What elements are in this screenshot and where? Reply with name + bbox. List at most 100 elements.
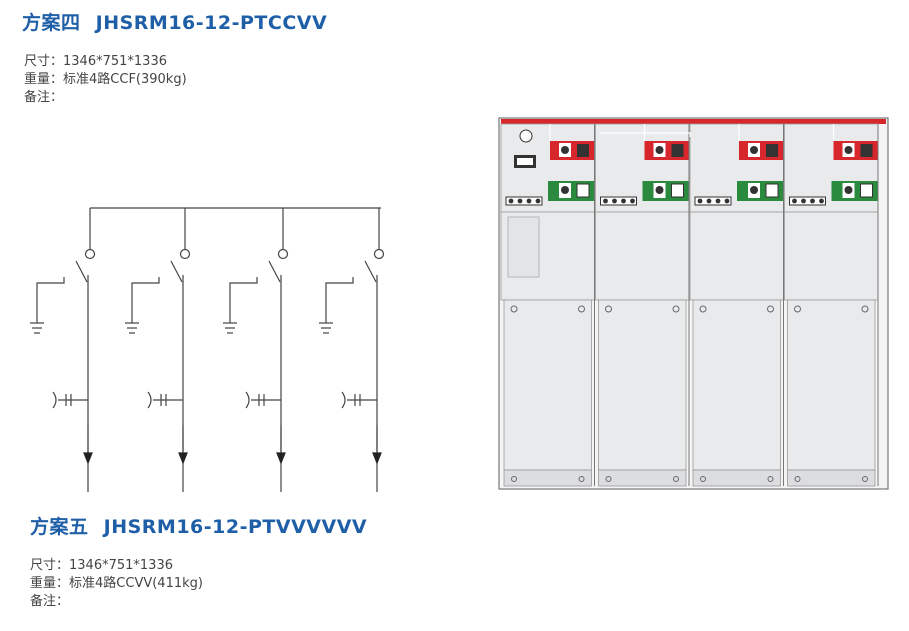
scheme4-specs: 尺寸：1346*751*1336 重量：标准4路CCF(390kg) 备注：: [24, 53, 187, 107]
door-bolt-icon: [767, 305, 774, 313]
switch-blade-line: [364, 260, 377, 283]
indicator-lamp-icon: [724, 198, 730, 204]
cabinet-unit-1: [500, 123, 595, 487]
switch-indicator: [860, 144, 873, 157]
indicator-lamp-icon: [535, 198, 541, 204]
live-indicator-strip: [600, 196, 637, 206]
middle-panel: [784, 211, 879, 301]
base-plinth: [692, 469, 781, 487]
bus-guide-top: [599, 132, 691, 137]
indicator-lamp-icon: [715, 198, 721, 204]
earth-indicator: [671, 183, 684, 198]
door-bolt-icon: [510, 305, 518, 313]
earth-indicator: [576, 183, 590, 198]
switch-indicator: [577, 144, 589, 157]
cable-compartment-plate: [507, 216, 540, 278]
switch-blade-line: [268, 260, 281, 283]
scheme5-specs: 尺寸：1346*751*1336 重量：标准4路CCVV(411kg) 备注：: [30, 557, 203, 611]
lower-door: [503, 299, 592, 471]
middle-panel: [595, 211, 690, 301]
scheme5-size: 尺寸：1346*751*1336: [30, 558, 173, 573]
scheme4-note: 备注：: [24, 90, 64, 105]
earth-knob-icon: [655, 186, 664, 194]
lower-door: [598, 299, 687, 471]
switch-knob-icon: [750, 146, 758, 154]
indicator-lamp-icon: [810, 198, 815, 204]
scheme4-weight: 重量：标准4路CCF(390kg): [24, 72, 187, 87]
divider-arc: [52, 391, 57, 409]
earth-indicator: [765, 183, 779, 198]
down-arrow-icon: [83, 452, 93, 465]
base-bolt-icon: [605, 476, 612, 482]
indicator-lamp-icon: [697, 198, 703, 204]
indicator-circle: [84, 248, 96, 260]
scheme5-note: 备注：: [30, 594, 70, 609]
indicator-circle: [277, 248, 289, 260]
indicator-circle: [179, 248, 191, 260]
indicator-lamp-icon: [801, 198, 806, 204]
live-indicator-strip: [694, 196, 732, 206]
earth-switch-line: [36, 277, 65, 290]
scheme4-heading: 方案四: [22, 12, 81, 34]
earth-indicator: [860, 183, 873, 198]
base-bolt-icon: [767, 476, 774, 482]
cabinet-unit-4: [784, 123, 879, 487]
earth-knob-icon: [561, 186, 569, 194]
base-bolt-icon: [700, 476, 706, 482]
base-bolt-icon: [578, 476, 585, 482]
feeder-2: [125, 208, 191, 492]
feeder-4: [319, 208, 385, 492]
base-bolt-icon: [673, 476, 679, 482]
scheme5-title: 方案五 JHSRM16-12-PTVVVVVV: [30, 512, 367, 539]
indicator-lamp-icon: [603, 198, 608, 204]
scheme5-weight: 重量：标准4路CCVV(411kg): [30, 576, 203, 591]
control-display: [517, 158, 533, 165]
indicator-lamp-icon: [706, 198, 712, 204]
switch-indicator: [766, 144, 778, 157]
door-bolt-icon: [794, 305, 801, 313]
indicator-lamp-icon: [526, 198, 532, 204]
base-plinth: [503, 469, 592, 487]
earth-knob-icon: [750, 186, 758, 194]
earth-switch-line: [325, 277, 354, 290]
base-plinth: [787, 469, 876, 487]
live-indicator-strip: [505, 196, 543, 206]
down-arrow-icon: [372, 452, 382, 465]
down-arrow-icon: [178, 452, 188, 465]
divider-arc: [147, 391, 152, 409]
switch-blade-line: [170, 260, 183, 283]
divider-arc: [341, 391, 346, 409]
down-arrow-icon: [276, 452, 286, 465]
indicator-lamp-icon: [508, 198, 514, 204]
live-indicator-strip: [789, 196, 826, 206]
door-bolt-icon: [605, 305, 612, 313]
base-bolt-icon: [862, 476, 868, 482]
switch-indicator: [671, 144, 684, 157]
divider-arc: [245, 391, 250, 409]
door-bolt-icon: [699, 305, 707, 313]
switchgear-cabinet-front-view: [498, 117, 889, 490]
scheme4-title: 方案四 JHSRM16-12-PTCCVV: [22, 8, 327, 35]
indicator-circle: [373, 248, 385, 260]
scheme4-size: 尺寸：1346*751*1336: [24, 54, 167, 69]
switch-blade-line: [75, 260, 88, 283]
lower-door: [692, 299, 781, 471]
switch-knob-icon: [844, 146, 853, 154]
base-bolt-icon: [794, 476, 801, 482]
switch-knob-icon: [655, 146, 664, 154]
lower-door: [787, 299, 876, 471]
indicator-lamp-icon: [517, 198, 523, 204]
indicator-lamp-icon: [630, 198, 635, 204]
indicator-lamp-icon: [621, 198, 626, 204]
door-bolt-icon: [861, 305, 869, 313]
scheme4-model: JHSRM16-12-PTCCVV: [95, 12, 328, 34]
indicator-lamp-icon: [612, 198, 617, 204]
cabinet-unit-3: [689, 123, 784, 487]
earth-switch-line: [229, 277, 258, 290]
top-red-strip: [501, 119, 886, 124]
pressure-gauge-icon: [519, 129, 533, 143]
earth-knob-icon: [844, 186, 853, 194]
door-bolt-icon: [578, 305, 585, 313]
middle-panel: [689, 211, 784, 301]
scheme5-heading: 方案五: [30, 516, 89, 538]
